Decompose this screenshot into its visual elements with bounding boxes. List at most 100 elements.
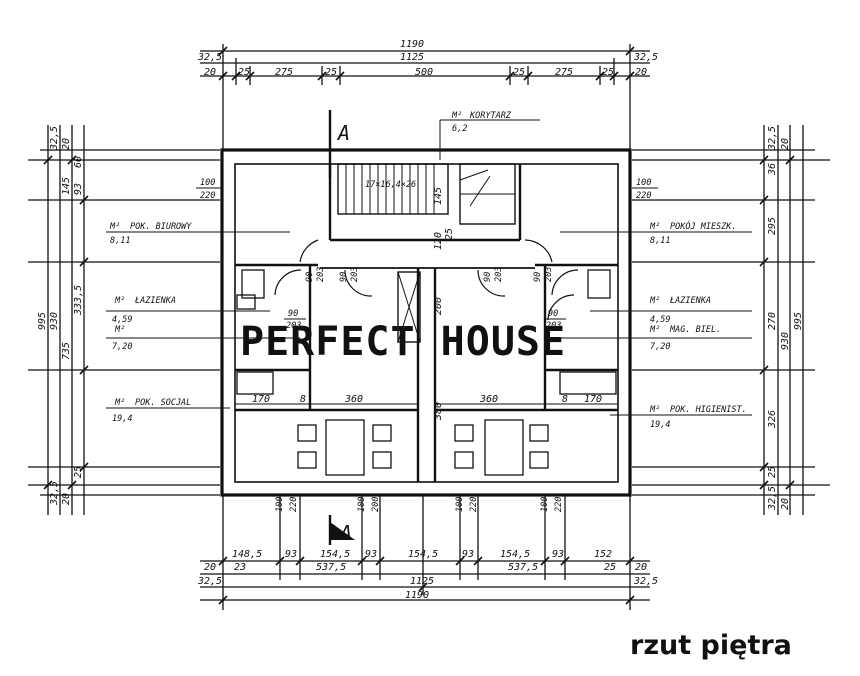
bottom-win-3a: 100 — [455, 497, 465, 512]
corridor-unit: M² — [451, 111, 462, 121]
section-label-bottom: A — [338, 521, 352, 545]
door-right-width: 90 — [548, 309, 558, 319]
left-dim-333: 333,5 — [73, 285, 84, 316]
left-dim-20-bottom: 20 — [61, 493, 72, 505]
top-seg-2: 25 — [238, 67, 250, 78]
inner-dim-170-right: 170 — [584, 394, 602, 405]
inner-dim-200: 200 — [433, 297, 444, 315]
room-right-3-name: MAG. BIEL. — [669, 325, 721, 335]
corridor-name: KORYTARZ — [469, 111, 512, 121]
bottom-row2-5: 25 — [604, 562, 616, 573]
bottom-opening-3: 154,5 — [320, 549, 350, 560]
right-dim-25: 25 — [767, 466, 778, 478]
bottom-window-labels: 100 220 100 200 100 220 100 220 — [275, 497, 564, 512]
fixtures — [236, 269, 617, 476]
top-inner-dim: 1125 — [400, 52, 424, 63]
dimension-ticks — [43, 46, 795, 605]
left-dim-93: 93 — [73, 183, 84, 195]
top-seg-1: 20 — [204, 67, 216, 78]
room-right-2-unit: M² — [649, 296, 660, 306]
bottom-opening-2: 93 — [285, 549, 297, 560]
right-dim-326: 326 — [767, 410, 778, 429]
room-left-2-area: 4,59 — [112, 315, 132, 325]
right-dim-36: 36 — [767, 163, 778, 176]
room-left-4-unit: M² — [114, 398, 125, 408]
inner-dim-380: 380 — [433, 402, 444, 421]
window-labels: 100 220 100 220 — [196, 178, 658, 201]
bottom-opening-1: 148,5 — [232, 549, 262, 560]
room-left-1-name: POK. BIUROWY — [130, 222, 192, 232]
door-left-width: 90 — [288, 309, 298, 319]
right-dim-20-top: 20 — [780, 138, 791, 150]
bottom-opening-8: 93 — [552, 549, 564, 560]
room-right-3-area: 7,20 — [650, 342, 670, 352]
room-left-4-area: 19,4 — [112, 414, 132, 424]
stair-label: 17×16,4×26 — [365, 180, 416, 190]
building-walls — [220, 148, 632, 497]
corridor-area: 6,2 — [452, 124, 467, 134]
door-swings — [274, 239, 579, 321]
inner-dim-170-left: 170 — [252, 394, 270, 405]
bottom-total-dim: 1190 — [405, 590, 429, 601]
section-marker: A A — [328, 110, 355, 545]
bottom-row2-4: 537,5 — [508, 562, 538, 573]
right-dim-labels: 995 930 295 270 326 25 32,5 20 20 32,5 3… — [767, 126, 804, 511]
right-dim-32-bottom: 32,5 — [767, 486, 778, 511]
top-seg-9: 20 — [635, 67, 647, 78]
dimension-lines — [28, 44, 830, 610]
window-left-height: 220 — [200, 191, 215, 201]
corridor-label: M² KORYTARZ 6,2 17×16,4×26 — [365, 111, 540, 190]
door-label-v5: 90 — [483, 272, 493, 282]
room-left-2-unit: M² — [114, 296, 125, 306]
room-left-1-unit: M² — [109, 222, 120, 232]
bottom-opening-7: 154,5 — [500, 549, 530, 560]
top-seg-6: 25 — [513, 67, 525, 78]
top-seg-3: 275 — [275, 67, 293, 78]
room-right-1-unit: M² — [649, 222, 660, 232]
right-dim-32-top: 32,5 — [767, 126, 778, 151]
door-label-v6: 203 — [494, 267, 504, 282]
room-right-4-name: POK. HIGIENIST. — [670, 405, 747, 415]
top-total-dim: 1190 — [400, 39, 424, 50]
door-label-v1: 90 — [305, 272, 315, 282]
bottom-opening-5: 154,5 — [408, 549, 438, 560]
bottom-row2-2: 23 — [234, 562, 246, 573]
left-dim-32-bottom: 32,5 — [49, 481, 60, 506]
right-dim-270: 270 — [767, 312, 778, 330]
top-seg-8: 25 — [602, 67, 614, 78]
bottom-row2-3: 537,5 — [316, 562, 346, 573]
left-dim-995: 995 — [37, 312, 48, 330]
right-dim-995: 995 — [793, 312, 804, 330]
interior-dims: 170 8 360 360 8 170 380 200 120 25 145 — [235, 187, 618, 421]
door-label-v8: 203 — [544, 267, 554, 282]
door-label-v2: 203 — [316, 267, 326, 282]
left-dim-labels: 995 930 333,5 735 145 93 25 32,5 20 20 3… — [37, 126, 84, 506]
bottom-end-right: 32,5 — [633, 576, 658, 587]
room-left-2-name: ŁAZIENKA — [134, 296, 176, 306]
left-dim-25: 25 — [73, 466, 84, 478]
window-right-width: 100 — [636, 178, 651, 188]
top-seg-7: 275 — [555, 67, 573, 78]
left-dim-735: 735 — [61, 342, 72, 360]
bottom-row2-6: 20 — [635, 562, 647, 573]
bottom-inner-dim: 1125 — [410, 576, 434, 587]
top-seg-4: 25 — [325, 67, 337, 78]
room-right-2-area: 4,59 — [650, 315, 670, 325]
room-right-3-unit: M² — [649, 325, 660, 335]
room-right-2-name: ŁAZIENKA — [669, 296, 711, 306]
room-labels-left: M² POK. BIUROWY 8,11 M² ŁAZIENKA 4,59 M²… — [106, 222, 300, 424]
room-left-3-area: 7,20 — [112, 342, 132, 352]
inner-dim-360-right: 360 — [479, 394, 498, 405]
right-dim-295: 295 — [767, 217, 778, 235]
plan-caption: rzut piętra — [630, 630, 792, 661]
door-labels: 90 203 90 203 90 203 90 203 90 203 90 20… — [284, 267, 566, 331]
bottom-end-left: 32,5 — [197, 576, 222, 587]
section-label-top: A — [336, 121, 350, 145]
bottom-win-4b: 220 — [554, 497, 564, 512]
inner-dim-25: 25 — [444, 228, 455, 240]
room-right-1-area: 8,11 — [650, 236, 670, 246]
top-end-dim-left: 32,5 — [197, 52, 222, 63]
left-dim-930: 930 — [49, 312, 60, 330]
left-dim-145: 145 — [61, 177, 72, 195]
